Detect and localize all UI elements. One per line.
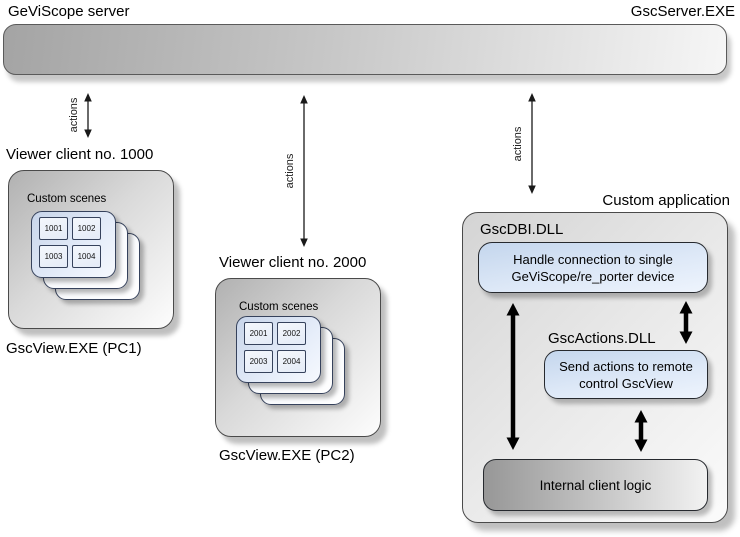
gscactions-dll-label: GscActions.DLL [548, 330, 656, 347]
actions-arrow-label: actions [68, 97, 80, 133]
actions-arrow-label: actions [284, 153, 296, 189]
viewer-client-2000-title: Viewer client no. 2000 [219, 254, 367, 271]
gscactions-internal-arrow [634, 410, 648, 452]
custom-scenes-label: Custom scenes [239, 301, 319, 313]
scene-tile: 1002 [72, 217, 101, 240]
scene-stack-layer-front: 1001 1002 1003 1004 [31, 211, 116, 278]
server-exe-label: GscServer.EXE [630, 3, 735, 20]
server-bar [3, 24, 727, 75]
viewer-client-1000-title: Viewer client no. 1000 [6, 146, 154, 163]
actions-arrow-client1000 [84, 93, 92, 138]
gscdbi-dll-label: GscDBI.DLL [480, 221, 564, 238]
scene-tile: 2002 [277, 322, 306, 345]
scene-tile: 2003 [244, 350, 273, 373]
scene-tile: 1004 [72, 245, 101, 268]
actions-arrow-custom-app [528, 93, 536, 194]
custom-application-title: Custom application [602, 192, 730, 209]
dbi-gscactions-arrow [679, 301, 693, 344]
viewer-client-2000-exe-label: GscView.EXE (PC2) [219, 447, 355, 464]
custom-application-box: GscDBI.DLL Handle connection to single G… [462, 212, 728, 523]
actions-arrow-label: actions [512, 126, 524, 162]
server-title: GeViScope server [8, 3, 130, 20]
scene-tile: 2004 [277, 350, 306, 373]
scene-stack-layer-front: 2001 2002 2003 2004 [236, 316, 321, 383]
dbi-internal-arrow [506, 303, 520, 450]
scene-tile: 1003 [39, 245, 68, 268]
actions-arrow-client2000 [300, 95, 308, 247]
viewer-client-1000-exe-label: GscView.EXE (PC1) [6, 340, 142, 357]
viewer-client-2000-box: Custom scenes 2001 2002 2003 2004 [215, 278, 381, 437]
send-actions-box: Send actions to remote control GscView [544, 350, 708, 399]
viewer-client-1000-box: Custom scenes 1001 1002 1003 1004 [8, 170, 174, 329]
custom-scenes-label: Custom scenes [27, 193, 107, 205]
handle-connection-box: Handle connection to single GeViScope/re… [478, 242, 708, 293]
scene-tile: 2001 [244, 322, 273, 345]
scene-tile: 1001 [39, 217, 68, 240]
internal-client-logic-box: Internal client logic [483, 459, 708, 511]
